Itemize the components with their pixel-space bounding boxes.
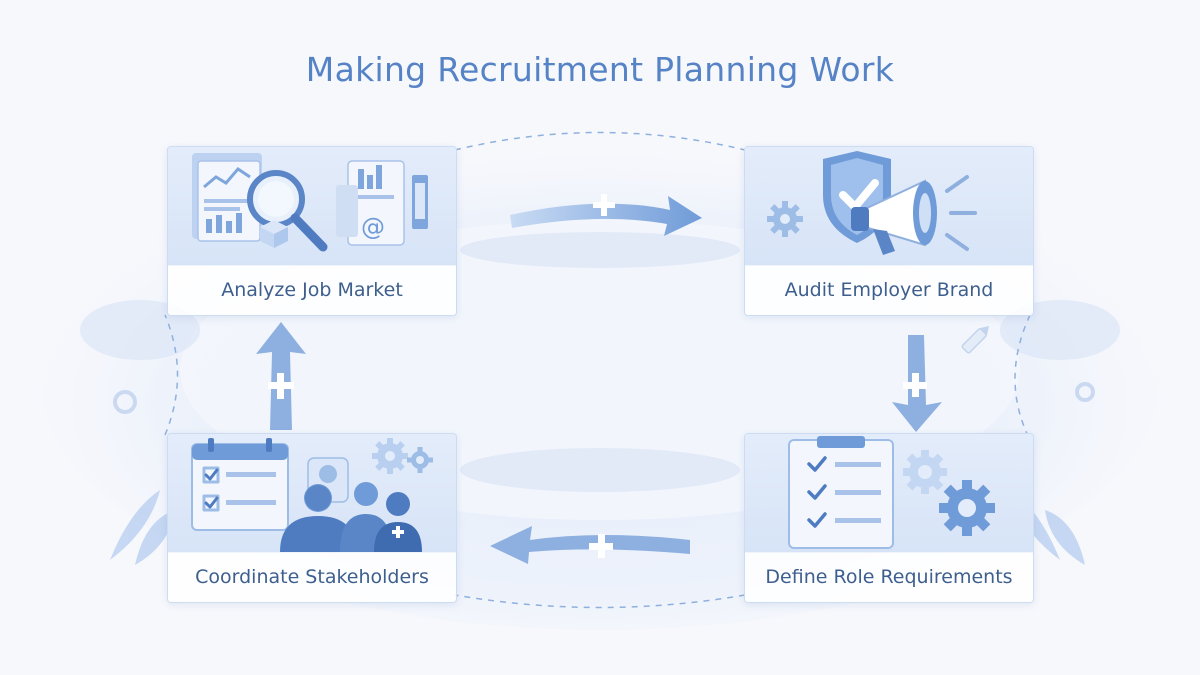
svg-text:@: @: [361, 213, 385, 241]
audit-illustration: [745, 147, 1033, 266]
step-label: Audit Employer Brand: [745, 265, 1033, 315]
define-illustration: [745, 434, 1033, 553]
coordinate-illustration: [168, 434, 456, 553]
analyze-illustration: @: [168, 147, 456, 266]
clipboard-checklist-icon: [788, 436, 995, 549]
step-card-coordinate-stakeholders: Coordinate Stakeholders: [167, 433, 457, 603]
step-label: Analyze Job Market: [168, 265, 456, 315]
step-card-audit-employer-brand: Audit Employer Brand: [744, 146, 1034, 316]
page-title: Making Recruitment Planning Work: [305, 50, 895, 89]
shield-megaphone-icon: [767, 151, 977, 255]
team-calendar-icon: [191, 438, 433, 552]
step-card-analyze-job-market: @ Analyze Job Market: [167, 146, 457, 316]
step-label: Coordinate Stakeholders: [168, 552, 456, 602]
step-label: Define Role Requirements: [745, 552, 1033, 602]
magnifier-chart-icon: @: [192, 153, 428, 252]
step-card-define-role-requirements: Define Role Requirements: [744, 433, 1034, 603]
